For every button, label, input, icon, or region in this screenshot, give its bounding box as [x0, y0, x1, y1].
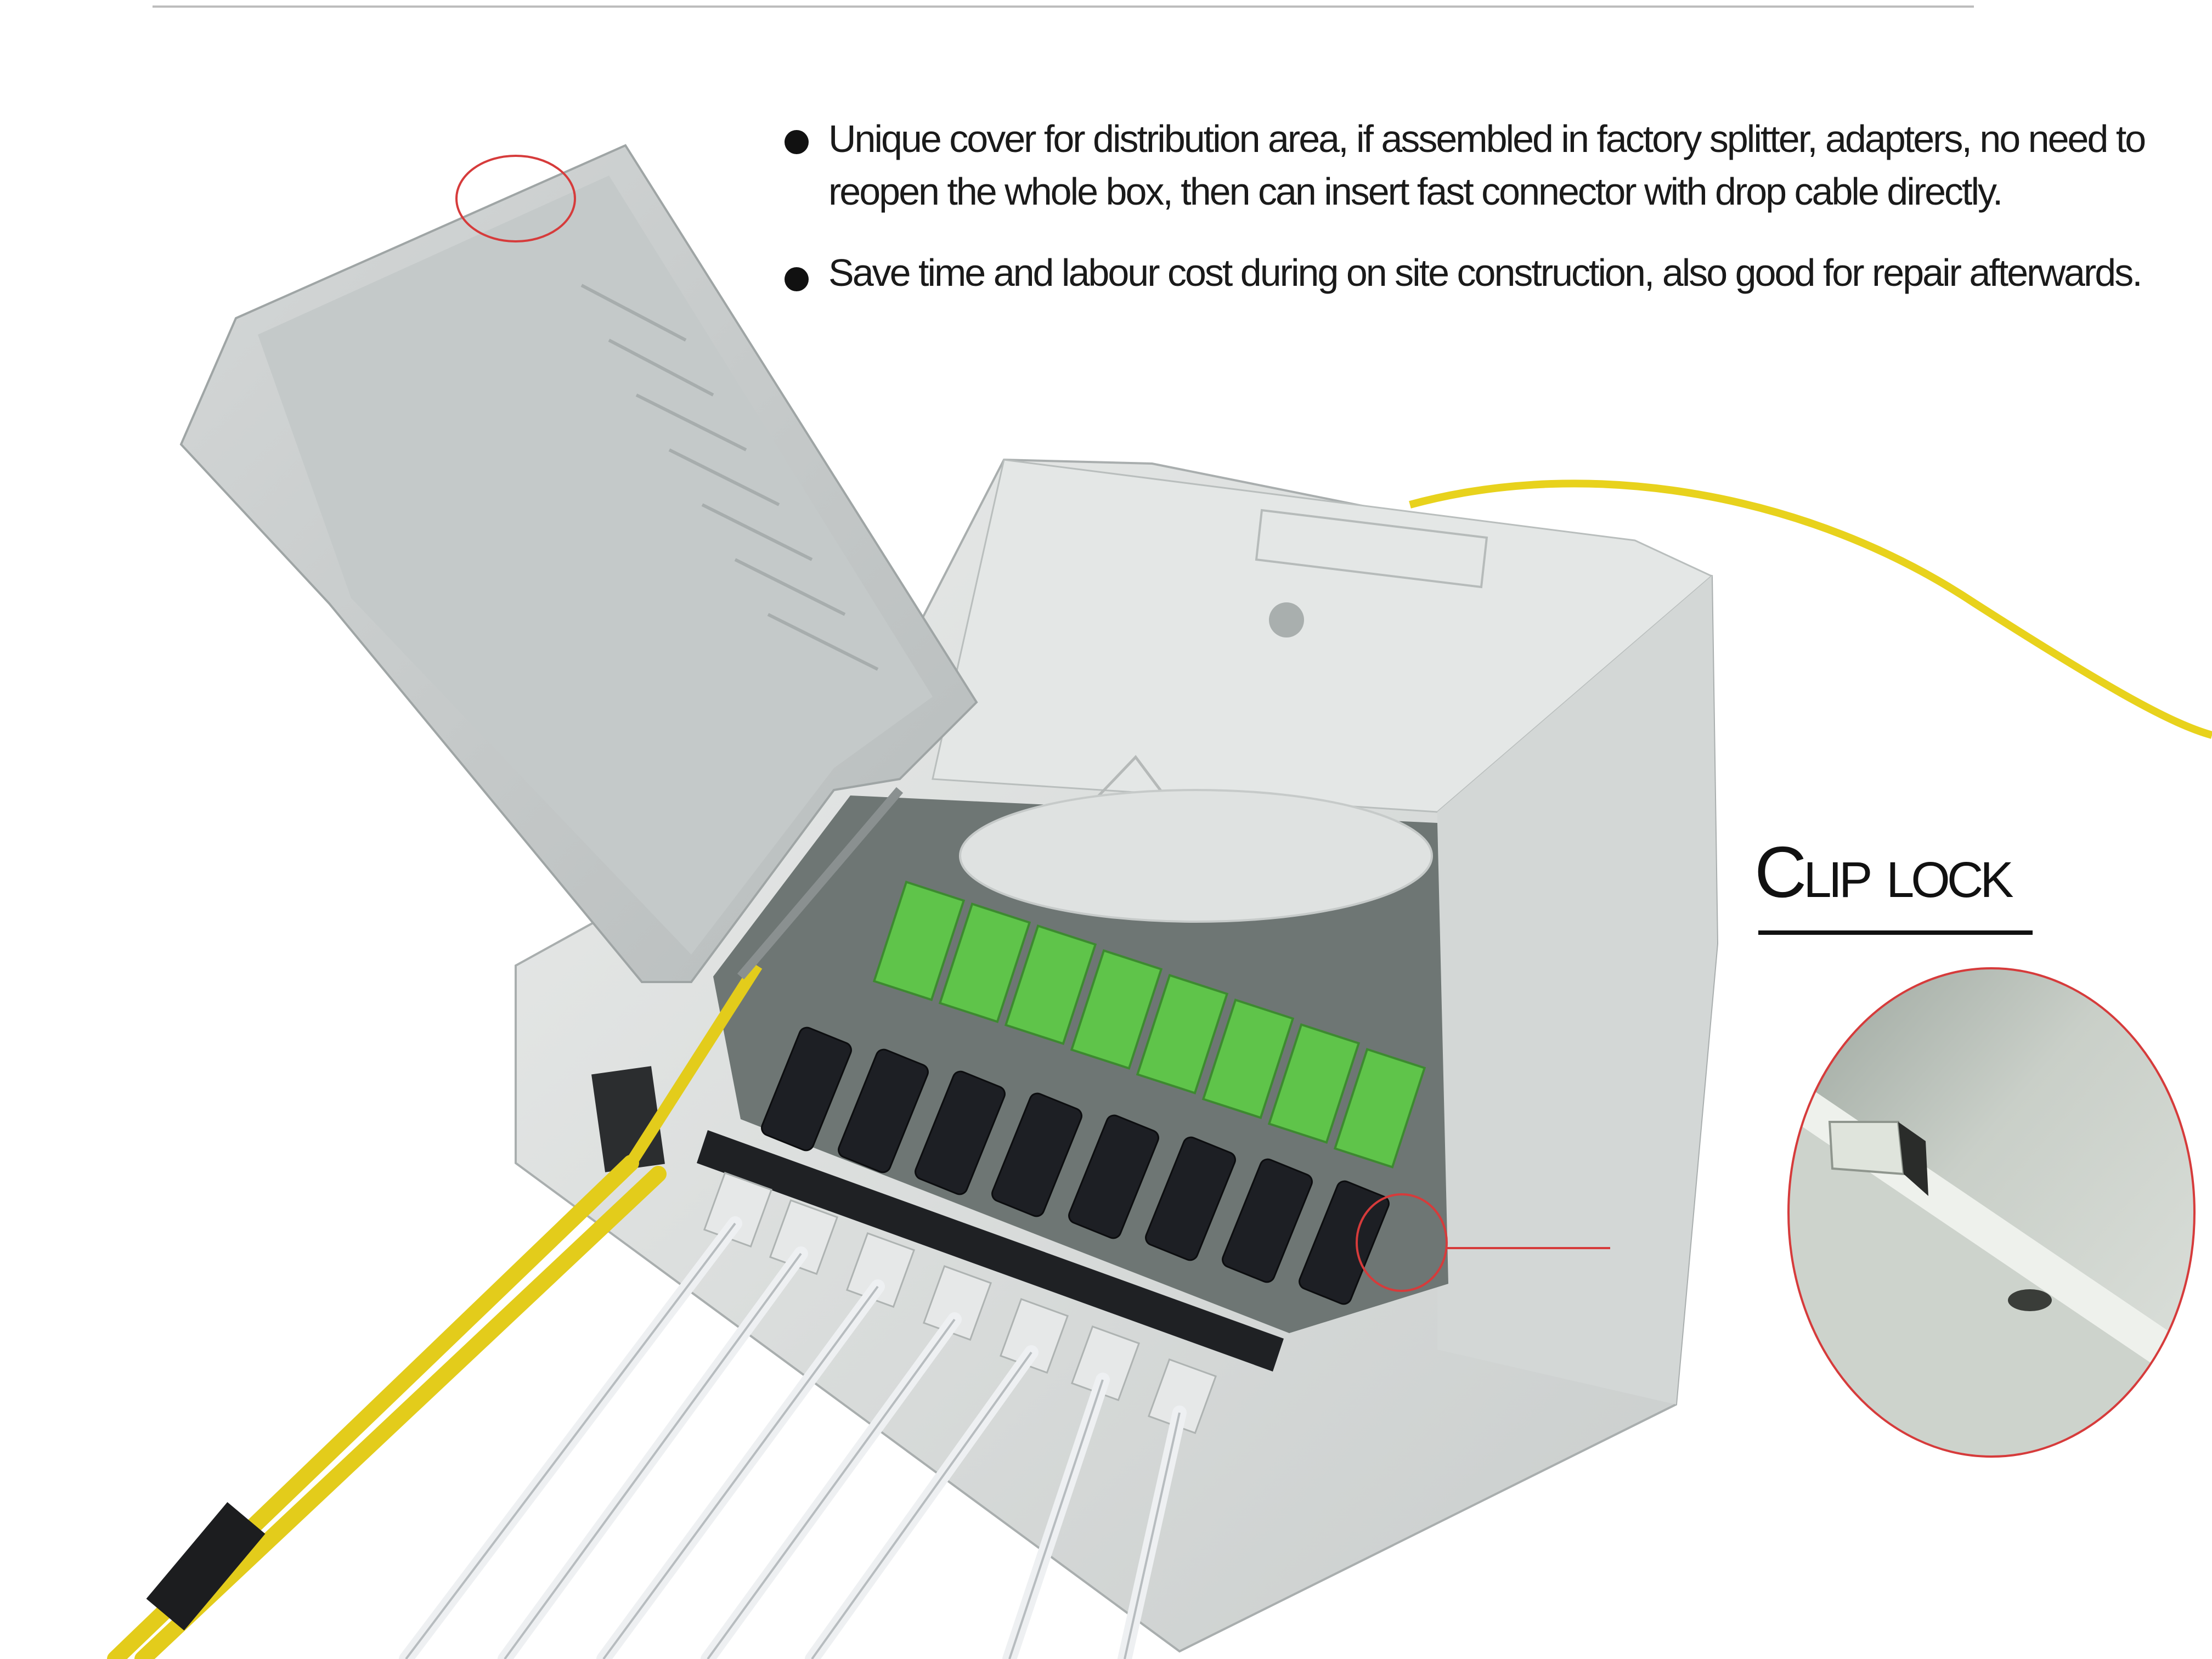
feature-text: Unique cover for distribution area, if a… [828, 117, 2146, 213]
bullet-icon [785, 130, 809, 154]
feature-item: Save time and labour cost during on site… [779, 246, 2194, 299]
box-clip-callout [1356, 1193, 1448, 1292]
feature-text: Save time and labour cost during on site… [828, 251, 2143, 294]
lid-clip-callout [455, 155, 576, 242]
feature-list: Unique cover for distribution area, if a… [779, 112, 2194, 328]
fast-connectors [761, 1026, 1390, 1305]
heat-shrink-sleeve [146, 1502, 266, 1631]
feature-item: Unique cover for distribution area, if a… [779, 112, 2194, 218]
open-cover [179, 144, 978, 983]
bullet-icon [785, 267, 809, 291]
clip-lock-label: Clip lock [1754, 832, 2014, 912]
feeder-cable [1409, 479, 2212, 739]
clip-lock-underline [1758, 930, 2033, 935]
clip-lock-zoom-view [1788, 968, 2194, 1457]
sc-apc-adapters [872, 881, 1426, 1169]
top-divider [153, 5, 1974, 8]
